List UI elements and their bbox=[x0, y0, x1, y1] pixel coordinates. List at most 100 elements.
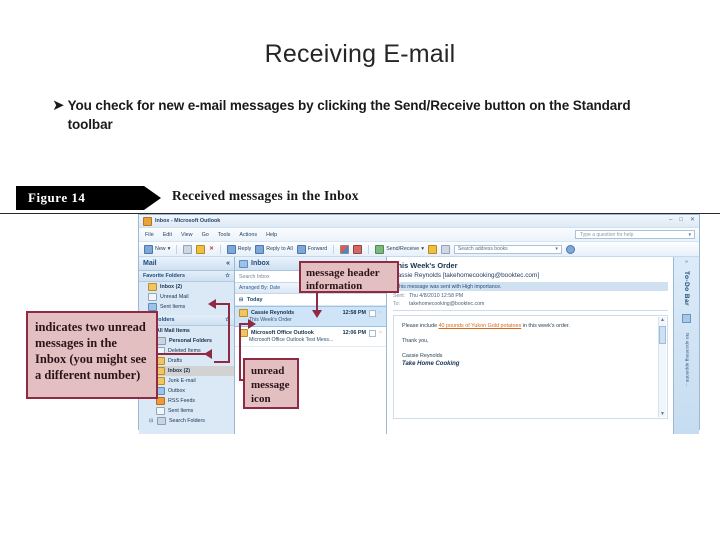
forward-label: Forward bbox=[307, 246, 328, 252]
favorite-folder-inbox[interactable]: Inbox (2) bbox=[139, 282, 234, 292]
message-list-item[interactable]: Cassie Reynolds 12:58 PM ▿ This Week's O… bbox=[235, 306, 386, 327]
menu-item-file[interactable]: File bbox=[145, 231, 154, 238]
send-receive-button[interactable]: Send/Receive ▾ bbox=[375, 244, 424, 254]
favorite-folder-label: Unread Mail bbox=[160, 294, 189, 300]
minimize-icon[interactable]: – bbox=[669, 216, 673, 223]
leader-line-navpane-bottom bbox=[214, 361, 230, 363]
email-body-paragraph: Please include 40 pounds of Yukon Gold p… bbox=[402, 322, 659, 330]
new-button[interactable]: New ▾ bbox=[144, 244, 171, 254]
email-to-row: To: takehomecooking@booktec.com bbox=[393, 301, 668, 307]
window-title: Inbox - Microsoft Outlook bbox=[155, 218, 221, 224]
navpane-collapse-icon[interactable]: « bbox=[226, 260, 230, 267]
all-mail-items-label: All Mail Items bbox=[156, 328, 190, 334]
folder-label: Inbox (2) bbox=[168, 368, 191, 374]
figure-tag-arrow-icon bbox=[144, 186, 161, 210]
attachment-box-icon bbox=[368, 329, 376, 337]
delete-button[interactable]: ✕ bbox=[209, 246, 213, 252]
email-body-thanks: Thank you, bbox=[402, 338, 429, 344]
menu-item-edit[interactable]: Edit bbox=[162, 231, 172, 238]
chevron-down-icon[interactable]: ▾ bbox=[688, 231, 691, 238]
sent-label: Sent: bbox=[393, 293, 406, 299]
figure-tag: Figure 14 bbox=[16, 186, 144, 210]
scrollbar-thumb[interactable] bbox=[659, 326, 666, 344]
sidebar-item-sent-items[interactable]: Sent Items bbox=[139, 406, 234, 416]
expand-collapse-icon[interactable]: ⊟ bbox=[149, 418, 154, 424]
menu-bar: File Edit View Go Tools Actions Help Typ… bbox=[139, 228, 699, 242]
menu-item-view[interactable]: View bbox=[180, 231, 193, 238]
toolbar-separator bbox=[176, 244, 178, 254]
unread-mail-folder-icon bbox=[148, 293, 157, 301]
message-group-today[interactable]: ⊟ Today bbox=[235, 294, 386, 306]
body-text-before: Please include bbox=[402, 323, 439, 329]
search-folders-icon bbox=[157, 417, 166, 425]
new-button-label: New bbox=[155, 246, 166, 252]
sent-items-icon bbox=[156, 407, 165, 415]
reply-all-icon bbox=[255, 244, 265, 254]
follow-up-flag-icon[interactable] bbox=[353, 244, 363, 254]
email-signature: Cassie Reynolds Take Home Cooking bbox=[402, 352, 659, 368]
leader-arrowhead-unread-count bbox=[204, 349, 212, 359]
outlook-body: Mail « Favorite Folders ☆ Inbox (2) Unre… bbox=[139, 257, 699, 434]
sidebar-item-rss-feeds[interactable]: RSS Feeds bbox=[139, 396, 234, 406]
favorite-folder-label: Inbox (2) bbox=[160, 284, 183, 290]
chevron-down-icon[interactable]: ▾ bbox=[555, 246, 558, 252]
bullet-item: ➤ You check for new e-mail messages by c… bbox=[52, 96, 676, 134]
reply-button[interactable]: Reply bbox=[226, 244, 252, 254]
move-to-folder-icon[interactable] bbox=[196, 244, 206, 254]
mail-folders-header[interactable]: Mail Folders ☆ bbox=[139, 315, 234, 326]
reading-pane-scrollbar[interactable]: ▲ ▼ bbox=[658, 317, 666, 417]
reply-label: Reply bbox=[237, 246, 252, 252]
maximize-icon[interactable]: □ bbox=[679, 216, 683, 223]
message-time: 12:58 PM bbox=[342, 310, 366, 316]
categorize-icon[interactable] bbox=[340, 244, 350, 254]
todo-bar-expand-icon[interactable]: » bbox=[685, 259, 688, 265]
sidebar-item-search-folders[interactable]: ⊟ Search Folders bbox=[139, 416, 234, 426]
page-title: Receiving E-mail bbox=[264, 40, 456, 68]
window-titlebar: Inbox - Microsoft Outlook – □ ✕ bbox=[139, 215, 699, 228]
calendar-icon bbox=[682, 313, 691, 323]
inbox-folder-icon bbox=[148, 283, 157, 291]
reply-all-button[interactable]: Reply to All bbox=[255, 244, 293, 254]
help-icon[interactable] bbox=[565, 244, 575, 254]
address-book-search-input[interactable]: Search address books ▾ bbox=[453, 244, 562, 254]
mail-folders-collapse-icon[interactable]: ☆ bbox=[225, 317, 230, 323]
follow-up-flag-icon[interactable]: ▿ bbox=[378, 329, 382, 336]
group-collapse-icon[interactable]: ⊟ bbox=[239, 296, 244, 303]
to-label: To: bbox=[393, 301, 400, 307]
delete-icon: ✕ bbox=[209, 246, 214, 252]
folder-label: Outbox bbox=[168, 388, 186, 394]
signature-name: Cassie Reynolds bbox=[402, 353, 443, 359]
menu-item-go[interactable]: Go bbox=[201, 231, 209, 238]
body-link[interactable]: 40 pounds of Yukon Gold potatoes bbox=[438, 323, 522, 329]
sent-value: Thu 4/8/2010 12:58 PM bbox=[409, 293, 464, 299]
search-inbox-placeholder: Search Inbox bbox=[239, 273, 270, 280]
message-list-item[interactable]: Microsoft Office Outlook 12:06 PM ▿ Micr… bbox=[235, 327, 386, 347]
favorite-folder-unread-mail[interactable]: Unread Mail bbox=[139, 292, 234, 302]
menu-item-tools[interactable]: Tools bbox=[217, 231, 231, 238]
menu-item-actions[interactable]: Actions bbox=[239, 231, 258, 238]
new-dropdown-icon[interactable]: ▾ bbox=[167, 246, 171, 252]
scroll-down-icon[interactable]: ▼ bbox=[660, 411, 665, 417]
find-icon[interactable] bbox=[427, 244, 437, 254]
message-list-title: Inbox bbox=[251, 260, 270, 267]
favorite-folders-header[interactable]: Favorite Folders ☆ bbox=[139, 271, 234, 282]
forward-button[interactable]: Forward bbox=[296, 244, 328, 254]
callout-message-header: message header information bbox=[299, 261, 399, 293]
navpane-header: Mail « bbox=[139, 257, 234, 271]
follow-up-flag-icon[interactable]: ▿ bbox=[378, 309, 382, 316]
favorite-folders-collapse-icon[interactable]: ☆ bbox=[225, 273, 230, 279]
close-icon[interactable]: ✕ bbox=[689, 217, 695, 223]
help-search-input[interactable]: Type a question for help ▾ bbox=[575, 230, 695, 239]
scroll-up-icon[interactable]: ▲ bbox=[660, 317, 665, 323]
message-sender: Microsoft Office Outlook bbox=[251, 330, 314, 336]
new-mail-icon bbox=[144, 244, 153, 254]
todo-bar-title: To-Do Bar bbox=[683, 271, 690, 306]
folder-label: Search Folders bbox=[169, 418, 205, 424]
print-icon[interactable] bbox=[183, 244, 193, 254]
menu-item-help[interactable]: Help bbox=[266, 231, 278, 238]
favorite-folder-sent-items[interactable]: Sent Items bbox=[139, 302, 234, 312]
email-body: Please include 40 pounds of Yukon Gold p… bbox=[393, 315, 668, 419]
address-book-icon[interactable] bbox=[440, 244, 450, 254]
send-receive-dropdown-icon[interactable]: ▾ bbox=[421, 246, 424, 252]
